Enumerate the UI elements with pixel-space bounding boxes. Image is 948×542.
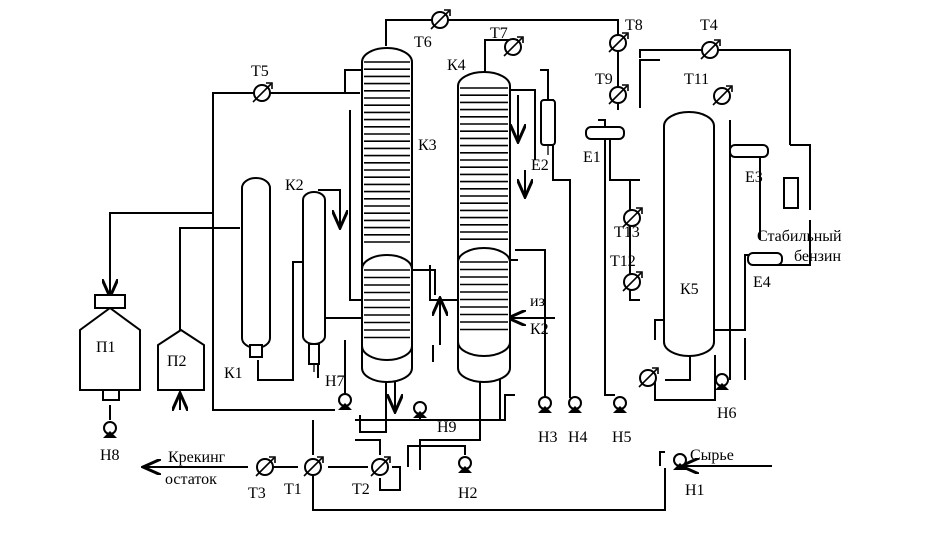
vessel-e2 xyxy=(540,99,556,155)
label-h9: Н9 xyxy=(437,419,457,436)
pump-icon xyxy=(538,396,552,413)
pumps xyxy=(103,373,729,473)
k3-trays xyxy=(364,61,410,243)
label-h4: Н4 xyxy=(568,429,588,446)
furnace-p1 xyxy=(79,294,141,401)
label-k2: К2 xyxy=(285,177,304,194)
k3-lower-trays xyxy=(364,269,410,339)
pump-icon xyxy=(613,396,627,413)
label-from: из xyxy=(530,293,545,310)
heat-exchanger-icon xyxy=(430,9,451,30)
label-t5: Т5 xyxy=(251,63,269,80)
heat-exchanger-icon xyxy=(255,456,276,477)
label-h7: Н7 xyxy=(325,373,345,390)
label-k5: К5 xyxy=(680,281,699,298)
label-from-k2: К2 xyxy=(530,321,549,338)
label-p2: П2 xyxy=(167,353,187,370)
pump-icon xyxy=(413,401,427,418)
k4-trays xyxy=(460,87,508,240)
vessel-e1 xyxy=(585,126,625,140)
pump-icon xyxy=(103,421,117,438)
furnace-p2 xyxy=(157,328,205,391)
label-h6: Н6 xyxy=(717,405,737,422)
label-t4: Т4 xyxy=(700,17,718,34)
label-feed: Сырье xyxy=(690,447,734,464)
heat-exchanger-icon xyxy=(608,32,629,53)
k4-lower-trays xyxy=(460,261,508,331)
label-t11: Т11 xyxy=(684,71,709,88)
pump-icon xyxy=(715,373,729,390)
pump-icon xyxy=(673,453,687,470)
label-h2: Н2 xyxy=(458,485,478,502)
label-k1: К1 xyxy=(224,365,243,382)
label-e3: Е3 xyxy=(745,169,763,186)
label-residue-1: Крекинг xyxy=(168,449,226,466)
heat-exchanger-icon xyxy=(252,82,273,103)
pump-icon xyxy=(458,456,472,473)
label-t9: Т9 xyxy=(595,71,613,88)
label-h8: Н8 xyxy=(100,447,120,464)
label-e1: Е1 xyxy=(583,149,601,166)
heat-exchanger-icon xyxy=(503,36,524,57)
heat-exchanger-icon xyxy=(712,85,733,106)
label-t7: Т7 xyxy=(490,25,508,42)
column-k2 xyxy=(302,191,326,372)
label-h3: Н3 xyxy=(538,429,558,446)
label-gasoline-2: бензин xyxy=(794,248,841,265)
label-k4: К4 xyxy=(447,57,466,74)
heat-exchanger-icon xyxy=(303,456,324,477)
heat-exchanger-icon xyxy=(638,367,659,388)
label-t6: Т6 xyxy=(414,34,432,51)
label-h5: Н5 xyxy=(612,429,632,446)
label-t3: Т3 xyxy=(248,485,266,502)
heat-exchangers xyxy=(252,9,733,477)
heat-exchanger-icon xyxy=(608,84,629,105)
label-t2: Т2 xyxy=(352,481,370,498)
pipelines xyxy=(110,19,811,511)
label-t13: Т13 xyxy=(614,224,640,241)
label-t12: Т12 xyxy=(610,253,636,270)
heat-exchanger-icon xyxy=(700,39,721,60)
label-e4: Е4 xyxy=(753,274,771,291)
pump-icon xyxy=(338,393,352,410)
label-residue-2: остаток xyxy=(165,471,217,488)
pump-icon xyxy=(568,396,582,413)
label-t8: Т8 xyxy=(625,17,643,34)
column-k5 xyxy=(663,111,715,357)
column-k3-lower xyxy=(361,254,413,361)
label-e2: Е2 xyxy=(531,157,549,174)
heat-exchanger-icon xyxy=(622,207,643,228)
label-t1: Т1 xyxy=(284,481,302,498)
column-k4-lower xyxy=(457,247,511,357)
heat-exchanger-icon xyxy=(370,456,391,477)
label-gasoline-1: Стабильный xyxy=(757,228,842,245)
label-h1: Н1 xyxy=(685,482,705,499)
heat-exchanger-icon xyxy=(622,271,643,292)
vessel-e4 xyxy=(747,252,783,266)
column-k1 xyxy=(241,177,271,358)
vessel-e3 xyxy=(729,144,799,209)
label-k3: К3 xyxy=(418,137,437,154)
label-p1: П1 xyxy=(96,339,116,356)
